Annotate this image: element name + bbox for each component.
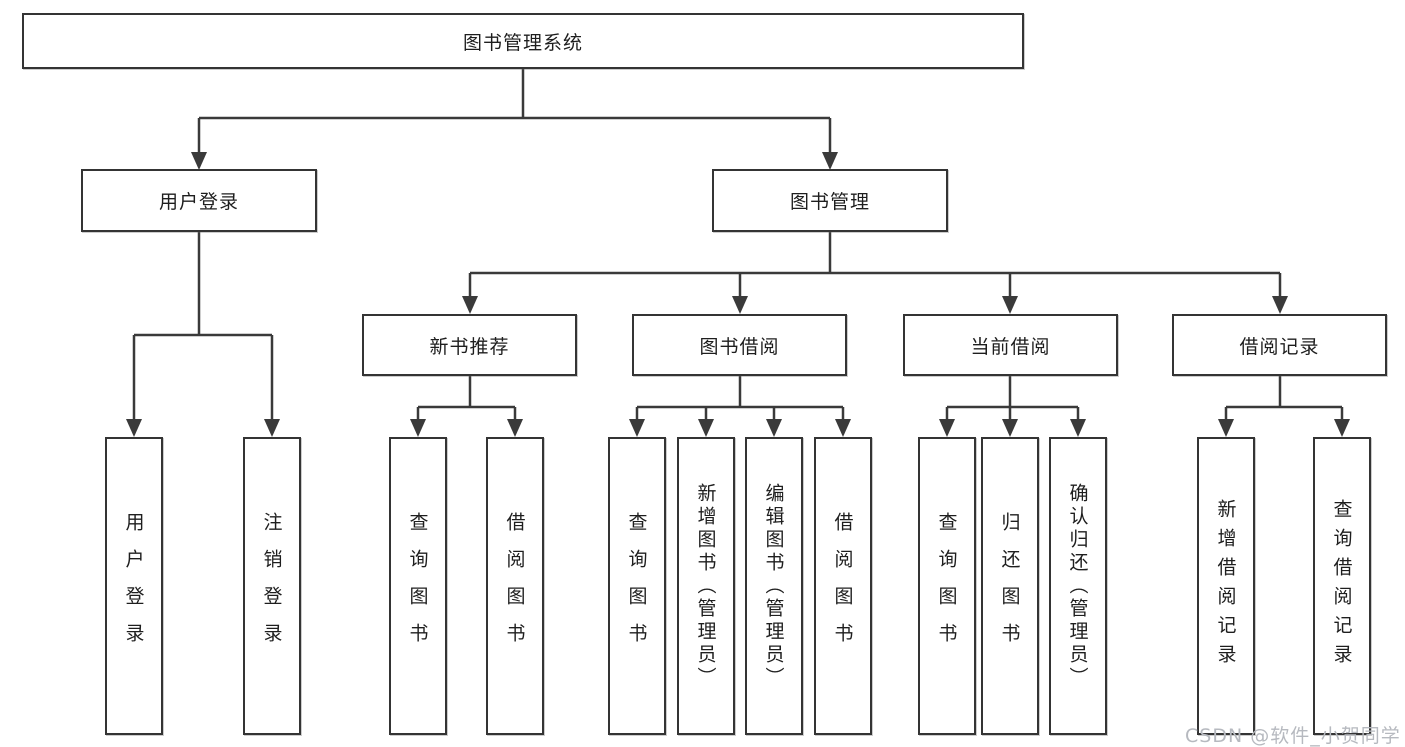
leaf-add-books-admin-label: 新增图书（管理员） xyxy=(694,482,717,690)
leaf-confirm-return-admin: 确认归还（管理员） xyxy=(1049,437,1107,735)
leaf-edit-books-admin-label: 编辑图书（管理员） xyxy=(762,482,785,690)
node-new-book-recommend: 新书推荐 xyxy=(362,314,577,376)
leaf-borrow-books-label: 借阅图书 xyxy=(831,512,854,660)
leaf-current-query-books: 查询图书 xyxy=(918,437,976,735)
leaf-add-borrow-record-label: 新增借阅记录 xyxy=(1214,499,1237,673)
node-borrow-record: 借阅记录 xyxy=(1172,314,1387,376)
node-book-management: 图书管理 xyxy=(712,169,948,232)
node-current-borrow: 当前借阅 xyxy=(903,314,1118,376)
node-root-system: 图书管理系统 xyxy=(22,13,1024,69)
leaf-edit-books-admin: 编辑图书（管理员） xyxy=(745,437,803,735)
leaf-recommend-borrow-books-label: 借阅图书 xyxy=(503,512,526,660)
csdn-watermark: CSDN @软件_小贺同学 xyxy=(1185,725,1401,747)
node-book-borrow: 图书借阅 xyxy=(632,314,847,376)
leaf-query-borrow-record: 查询借阅记录 xyxy=(1313,437,1371,735)
leaf-borrow-query-books: 查询图书 xyxy=(608,437,666,735)
leaf-add-books-admin: 新增图书（管理员） xyxy=(677,437,735,735)
node-root-system-label: 图书管理系统 xyxy=(462,31,583,54)
arrowheads xyxy=(126,152,1350,437)
leaf-recommend-borrow-books: 借阅图书 xyxy=(486,437,544,735)
leaf-borrow-books: 借阅图书 xyxy=(814,437,872,735)
leaf-recommend-query-books: 查询图书 xyxy=(389,437,447,735)
node-book-management-label: 图书管理 xyxy=(789,191,870,213)
leaf-return-books-label: 归还图书 xyxy=(998,512,1021,660)
node-user-login: 用户登录 xyxy=(81,169,317,232)
node-current-borrow-label: 当前借阅 xyxy=(970,335,1051,358)
leaf-add-borrow-record: 新增借阅记录 xyxy=(1197,437,1255,735)
leaf-query-borrow-record-label: 查询借阅记录 xyxy=(1330,499,1353,673)
node-book-borrow-label: 图书借阅 xyxy=(699,335,780,358)
leaf-user-login-label: 用户登录 xyxy=(122,512,145,660)
leaf-confirm-return-admin-label: 确认归还（管理员） xyxy=(1066,482,1089,690)
node-borrow-record-label: 借阅记录 xyxy=(1239,335,1320,358)
leaf-logout: 注销登录 xyxy=(243,437,301,735)
leaf-user-login: 用户登录 xyxy=(105,437,163,735)
node-new-book-recommend-label: 新书推荐 xyxy=(429,335,510,358)
leaf-logout-label: 注销登录 xyxy=(260,512,283,660)
node-user-login-label: 用户登录 xyxy=(158,191,239,213)
leaf-current-query-books-label: 查询图书 xyxy=(935,512,958,660)
leaf-borrow-query-books-label: 查询图书 xyxy=(625,512,648,660)
leaf-return-books: 归还图书 xyxy=(981,437,1039,735)
leaf-recommend-query-books-label: 查询图书 xyxy=(406,512,429,660)
